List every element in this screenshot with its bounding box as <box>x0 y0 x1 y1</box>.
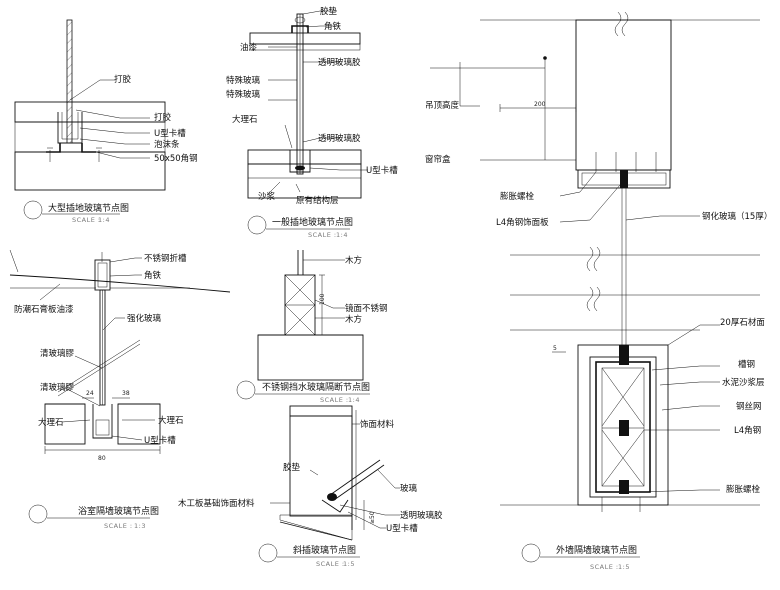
detail6-label-8: 钢丝网 <box>736 401 762 412</box>
detail4-scale-prefix: SCALE : <box>320 396 349 404</box>
detail3-dim-0: 24 <box>86 390 94 397</box>
detail3-label-6: 大理石 <box>38 417 64 428</box>
detail-large-floor-glass: 打胶 打胶 U型卡槽 泡沫条 50x50角钢 大型插地玻璃节点图 SCALE :… <box>14 19 198 224</box>
detail5-label-3: 木工板基础饰面材料 <box>178 498 255 509</box>
detail2-label-2: 油漆 <box>240 42 258 53</box>
detail6-label-7: 水泥沙浆层 <box>722 377 765 388</box>
detail1-label-1: 打胶 <box>154 112 172 123</box>
detail2-scale-prefix: SCALE : <box>308 231 337 239</box>
detail2-label-4: 特殊玻璃 <box>226 75 261 86</box>
detail4-dim-0: 100 <box>319 293 326 305</box>
detail3-scale: 1:3 <box>134 522 146 530</box>
detail4-label-1: 镜面不锈钢 <box>345 303 388 314</box>
detail6-scale: 1:5 <box>618 563 630 571</box>
detail4-label-0: 木方 <box>345 255 362 266</box>
detail3-dim-2: 80 <box>98 455 106 462</box>
detail5-label-4: 透明玻璃胶 <box>400 510 443 521</box>
detail2-label-9: 沙浆 <box>258 191 276 202</box>
detail3-dim-1: 38 <box>122 390 130 397</box>
detail2-label-7: 透明玻璃胶 <box>318 133 361 144</box>
detail5-label-2: 玻璃 <box>400 483 418 494</box>
detail5-dim-0: ≥50 <box>369 511 376 524</box>
detail6-title: 外墙隔墙玻璃节点图 <box>556 544 637 556</box>
detail6-dim-0: 200 <box>534 101 546 108</box>
detail3-label-7: 大理石 <box>158 415 184 426</box>
detail3-label-1: 角铁 <box>144 270 162 281</box>
detail1-label-3: 泡沫条 <box>154 139 180 150</box>
detail6-label-4: 钢化玻璃（15厚） <box>702 211 772 222</box>
detail3-title: 浴室隔墙玻璃节点图 <box>78 505 159 517</box>
detail2-label-0: 胶垫 <box>320 6 338 17</box>
detail1-scale: 1:4 <box>98 216 110 224</box>
detail3-label-2: 防潮石膏板油漆 <box>14 304 74 315</box>
detail2-label-3: 透明玻璃胶 <box>318 57 361 68</box>
detail2-label-8: U型卡槽 <box>366 165 398 176</box>
detail1-label-2: U型卡槽 <box>154 128 186 139</box>
detail6-label-9: L4角钢 <box>734 425 761 436</box>
detail6-scale-prefix: SCALE : <box>590 563 619 571</box>
detail6-label-5: 20厚石材面 <box>720 317 765 328</box>
detail-general-floor-glass: 胶垫 角铁 油漆 透明玻璃胶 特殊玻璃 特殊玻璃 大理石 透明玻璃胶 U型卡槽 … <box>226 6 398 239</box>
detail5-label-1: 胶垫 <box>283 462 301 473</box>
detail4-scale: 1:4 <box>348 396 360 404</box>
detail2-label-5: 特殊玻璃 <box>226 89 261 100</box>
detail-stainless-water-partition: 100 木方 镜面不锈钢 木方 不锈钢挡水玻璃隔断节点图 SCALE : 1:4 <box>236 250 388 404</box>
detail6-label-0: 吊顶高度 <box>425 100 460 111</box>
detail6-dim-1: 5 <box>553 345 557 352</box>
detail6-label-2: 膨胀螺栓 <box>500 191 535 202</box>
detail6-label-10: 膨胀螺栓 <box>726 484 761 495</box>
detail5-scale: 1:5 <box>343 560 355 568</box>
detail6-label-3: L4角钢饰面板 <box>496 217 549 228</box>
detail2-scale: 1:4 <box>336 231 348 239</box>
detail1-label-0: 打胶 <box>114 74 132 85</box>
detail5-title: 斜插玻璃节点图 <box>293 544 356 556</box>
detail-exterior-partition-glass: 200 <box>425 11 772 571</box>
detail1-label-4: 50x50角钢 <box>154 153 198 164</box>
detail2-label-1: 角铁 <box>324 21 342 32</box>
detail2-label-10: 原有结构层 <box>296 195 339 206</box>
detail6-label-1: 窗帘盒 <box>425 154 451 165</box>
detail4-label-2: 木方 <box>345 314 362 325</box>
detail3-label-3: 强化玻璃 <box>127 313 162 324</box>
detail3-scale-prefix: SCALE : <box>104 522 133 530</box>
detail5-label-5: U型卡槽 <box>386 523 418 534</box>
detail2-label-6: 大理石 <box>232 114 258 125</box>
detail3-label-4: 清玻璃膠 <box>40 348 75 359</box>
detail3-label-0: 不锈钢折槽 <box>144 253 187 264</box>
detail5-label-0: 饰面材料 <box>360 419 395 430</box>
detail5-scale-prefix: SCALE : <box>316 560 345 568</box>
detail3-label-8: U型卡槽 <box>144 435 176 446</box>
detail1-title: 大型插地玻璃节点图 <box>48 202 129 214</box>
detail-inclined-glass: ≥50 饰面材料 胶垫 玻璃 木工板基础饰面材料 透明玻璃胶 U型卡槽 斜插玻璃… <box>178 405 443 568</box>
detail4-title: 不锈钢挡水玻璃隔断节点图 <box>262 381 370 393</box>
detail6-label-6: 槽钢 <box>738 359 755 370</box>
detail2-title: 一般插地玻璃节点图 <box>272 216 353 228</box>
detail3-label-5: 清玻璃膠 <box>40 382 75 393</box>
detail-bathroom-partition-glass: 24 38 80 不锈钢折槽 角铁 防潮石膏板油漆 强化玻璃 清玻璃膠 清玻璃膠… <box>9 249 231 530</box>
detail1-scale-prefix: SCALE : <box>72 216 101 224</box>
